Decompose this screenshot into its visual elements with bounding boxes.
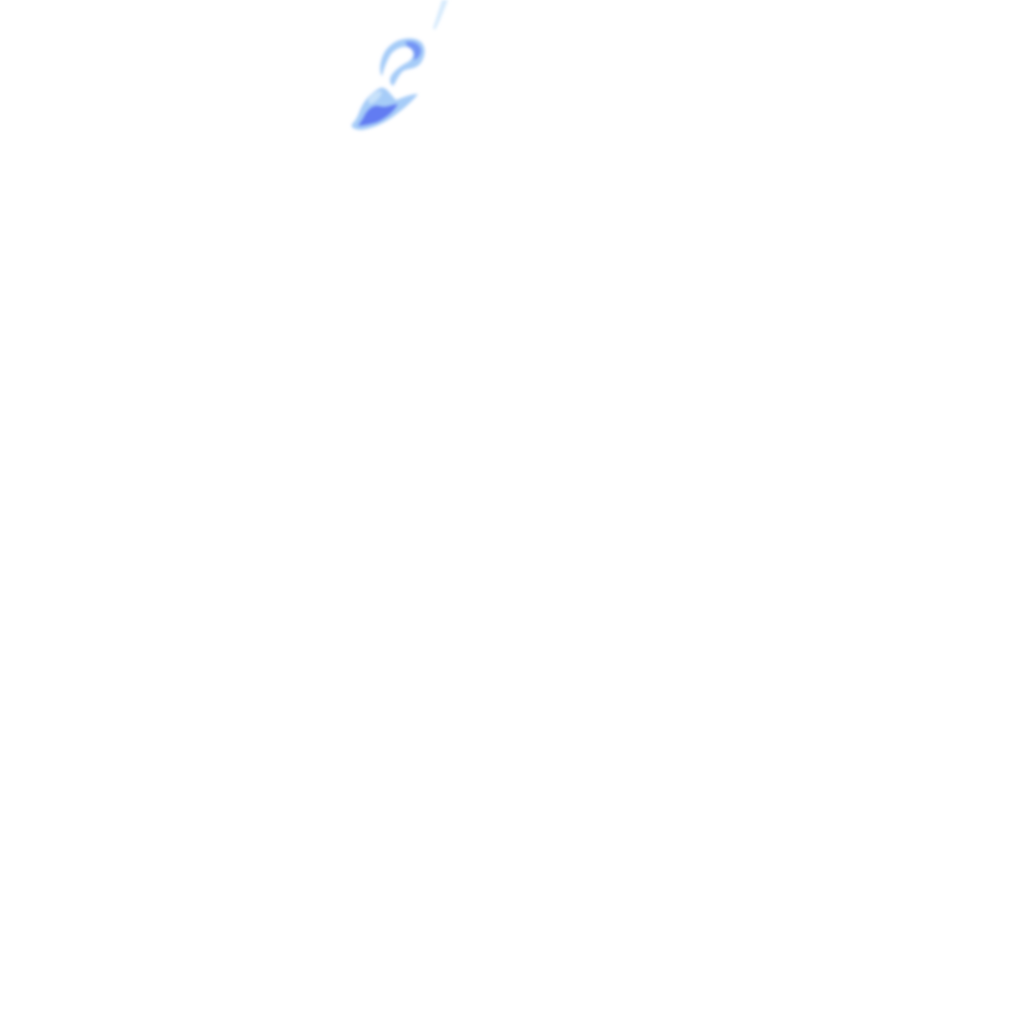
precip-cell-lower-core xyxy=(358,104,398,126)
precip-cell-lower-light xyxy=(368,91,382,104)
precip-cell-top-streak xyxy=(433,0,448,30)
precip-cell-upper-core xyxy=(405,41,422,60)
